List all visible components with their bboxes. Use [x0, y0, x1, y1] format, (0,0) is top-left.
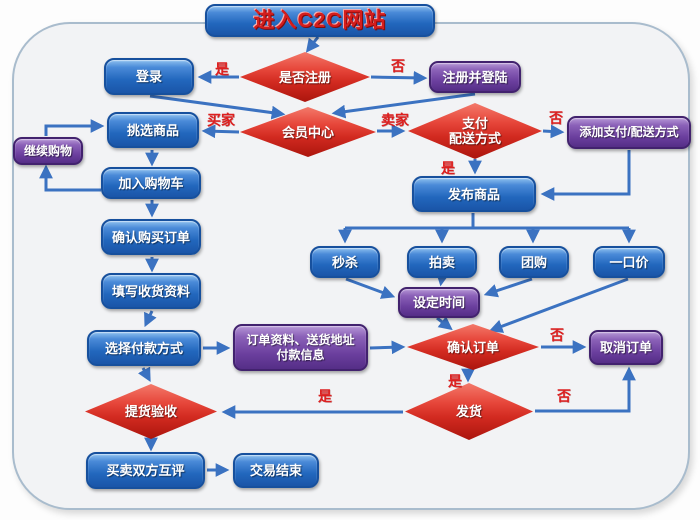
edge-label-payment-no: 否: [549, 110, 563, 126]
node-set-time: 设定时间: [398, 287, 480, 318]
edge-label-ship-no: 否: [557, 388, 571, 404]
node-enter-c2c-site: 进入C2C网站: [205, 4, 435, 37]
edge-label-seller: 卖家: [381, 112, 409, 128]
edge-label-confirm-yes: 是: [448, 373, 462, 389]
node-fill-shipping-info: 填写收货资料: [101, 273, 201, 309]
node-mutual-review: 买卖双方互评: [86, 452, 205, 489]
node-continue-shopping: 继续购物: [13, 137, 83, 165]
node-order-info-label: 订单资料、送货地址 付款信息: [246, 332, 355, 362]
node-pick-goods: 挑选商品: [107, 112, 199, 148]
edge-label-register-yes: 是: [215, 61, 229, 77]
decision-payment-delivery-label: 支付 配送方式: [448, 116, 501, 146]
node-choose-payment-method: 选择付款方式: [87, 330, 201, 366]
node-cancel-order: 取消订单: [589, 330, 663, 365]
node-group-buy: 团购: [499, 246, 569, 278]
node-flash-sale: 秒杀: [310, 246, 380, 278]
node-fixed-price: 一口价: [593, 246, 665, 278]
node-transaction-end: 交易结束: [233, 453, 319, 488]
node-order-info: 订单资料、送货地址 付款信息: [233, 324, 368, 371]
node-auction: 拍卖: [407, 246, 477, 278]
node-add-payment-delivery: 添加支付/配送方式: [567, 116, 691, 149]
edge-label-payment-yes: 是: [441, 160, 455, 176]
edge-label-ship-yes: 是: [318, 388, 332, 404]
node-confirm-purchase-order: 确认购买订单: [101, 219, 201, 255]
node-login: 登录: [104, 58, 194, 95]
node-add-to-cart: 加入购物车: [101, 167, 201, 199]
edge-label-buyer: 买家: [207, 112, 235, 128]
node-publish-goods: 发布商品: [412, 176, 536, 212]
node-register-and-login: 注册并登陆: [429, 61, 521, 93]
edge-label-confirm-no: 否: [550, 327, 564, 343]
edge-label-register-no: 否: [391, 58, 405, 74]
